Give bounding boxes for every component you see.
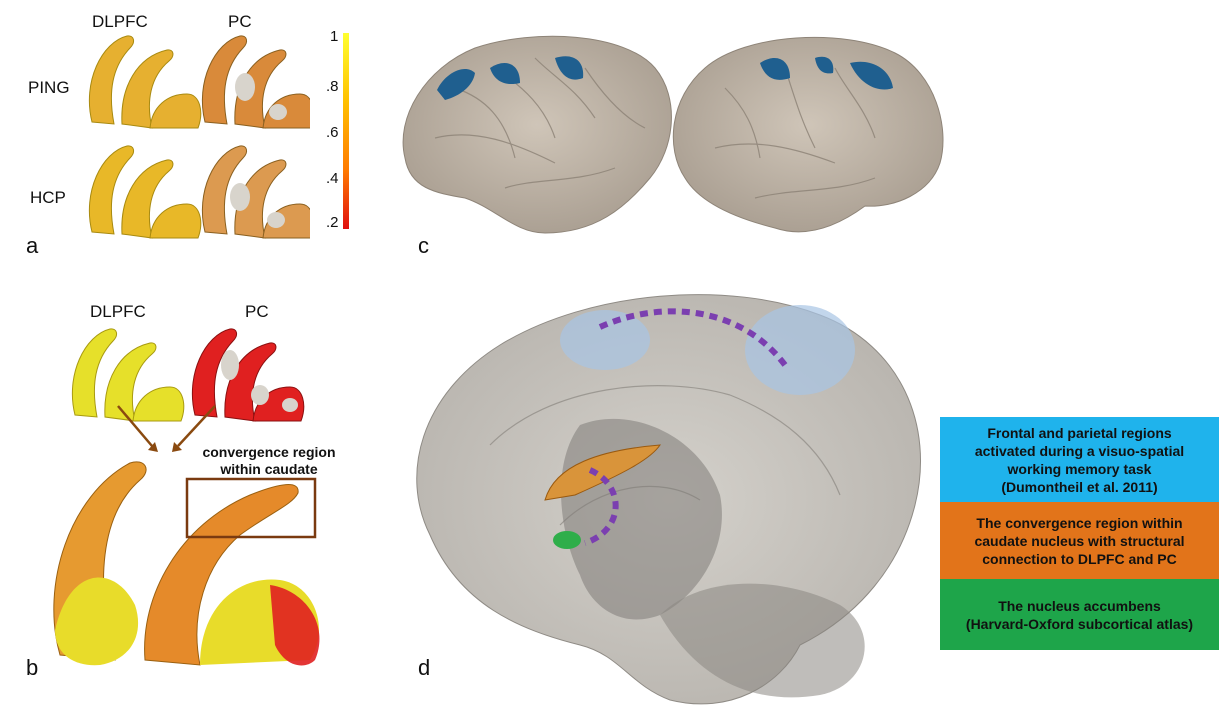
caudate-pc-hcp (202, 146, 310, 238)
left-hemisphere (403, 36, 671, 233)
panel-a-caudate-renderings (80, 32, 310, 242)
legend-line: caudate nucleus with structural (974, 532, 1184, 550)
legend-line: activated during a visuo-spatial (975, 442, 1184, 460)
colorbar-tick: .4 (326, 170, 339, 187)
colorbar-tick: .8 (326, 78, 339, 95)
legend-line: Frontal and parietal regions (975, 424, 1184, 442)
panel-letter-d: d (418, 655, 430, 681)
nucleus-accumbens (553, 531, 581, 549)
pc-gray-patch (267, 212, 285, 228)
caudate-dlpfc-ping (89, 36, 200, 128)
panel-b-label-dlpfc: DLPFC (90, 302, 146, 322)
caudate-pc-ping (202, 36, 310, 128)
panel-b-large-caudate (40, 455, 340, 680)
panel-letter-c: c (418, 233, 429, 259)
panel-a-row-label-hcp: HCP (30, 188, 66, 208)
colorbar-tick: .6 (326, 124, 339, 141)
legend-line: connection to DLPFC and PC (974, 550, 1184, 568)
panel-a-col-label-pc: PC (228, 12, 252, 32)
panel-c-brains (395, 28, 955, 243)
legend-frontal-parietal: Frontal and parietal regions activated d… (940, 417, 1219, 502)
pc-gray-patch (230, 183, 250, 211)
panel-a-col-label-dlpfc: DLPFC (92, 12, 148, 32)
legend-line: (Harvard-Oxford subcortical atlas) (966, 615, 1193, 633)
pc-gray-patch (269, 104, 287, 120)
colorbar (343, 33, 349, 229)
panel-b-label-pc: PC (245, 302, 269, 322)
legend-line: (Dumontheil et al. 2011) (975, 478, 1184, 496)
legend-line: The nucleus accumbens (966, 597, 1193, 615)
panel-d-medial-brain (400, 285, 935, 715)
parietal-region (745, 305, 855, 395)
legend-nucleus-accumbens: The nucleus accumbens (Harvard-Oxford su… (940, 579, 1219, 650)
frontal-region (560, 310, 650, 370)
pc-gray-patch (251, 385, 269, 405)
caudate-dlpfc-hcp (89, 146, 200, 238)
pc-gray-patch (235, 73, 255, 101)
pc-gray-patch (282, 398, 298, 412)
legend-convergence-region: The convergence region within caudate nu… (940, 502, 1219, 579)
panel-letter-a: a (26, 233, 38, 259)
colorbar-tick: .2 (326, 214, 339, 231)
panel-a-row-label-ping: PING (28, 78, 70, 98)
pc-gray-patch (221, 350, 239, 380)
legend-line: The convergence region within (974, 514, 1184, 532)
panel-letter-b: b (26, 655, 38, 681)
colorbar-tick: 1 (330, 28, 338, 45)
legend-line: working memory task (975, 460, 1184, 478)
